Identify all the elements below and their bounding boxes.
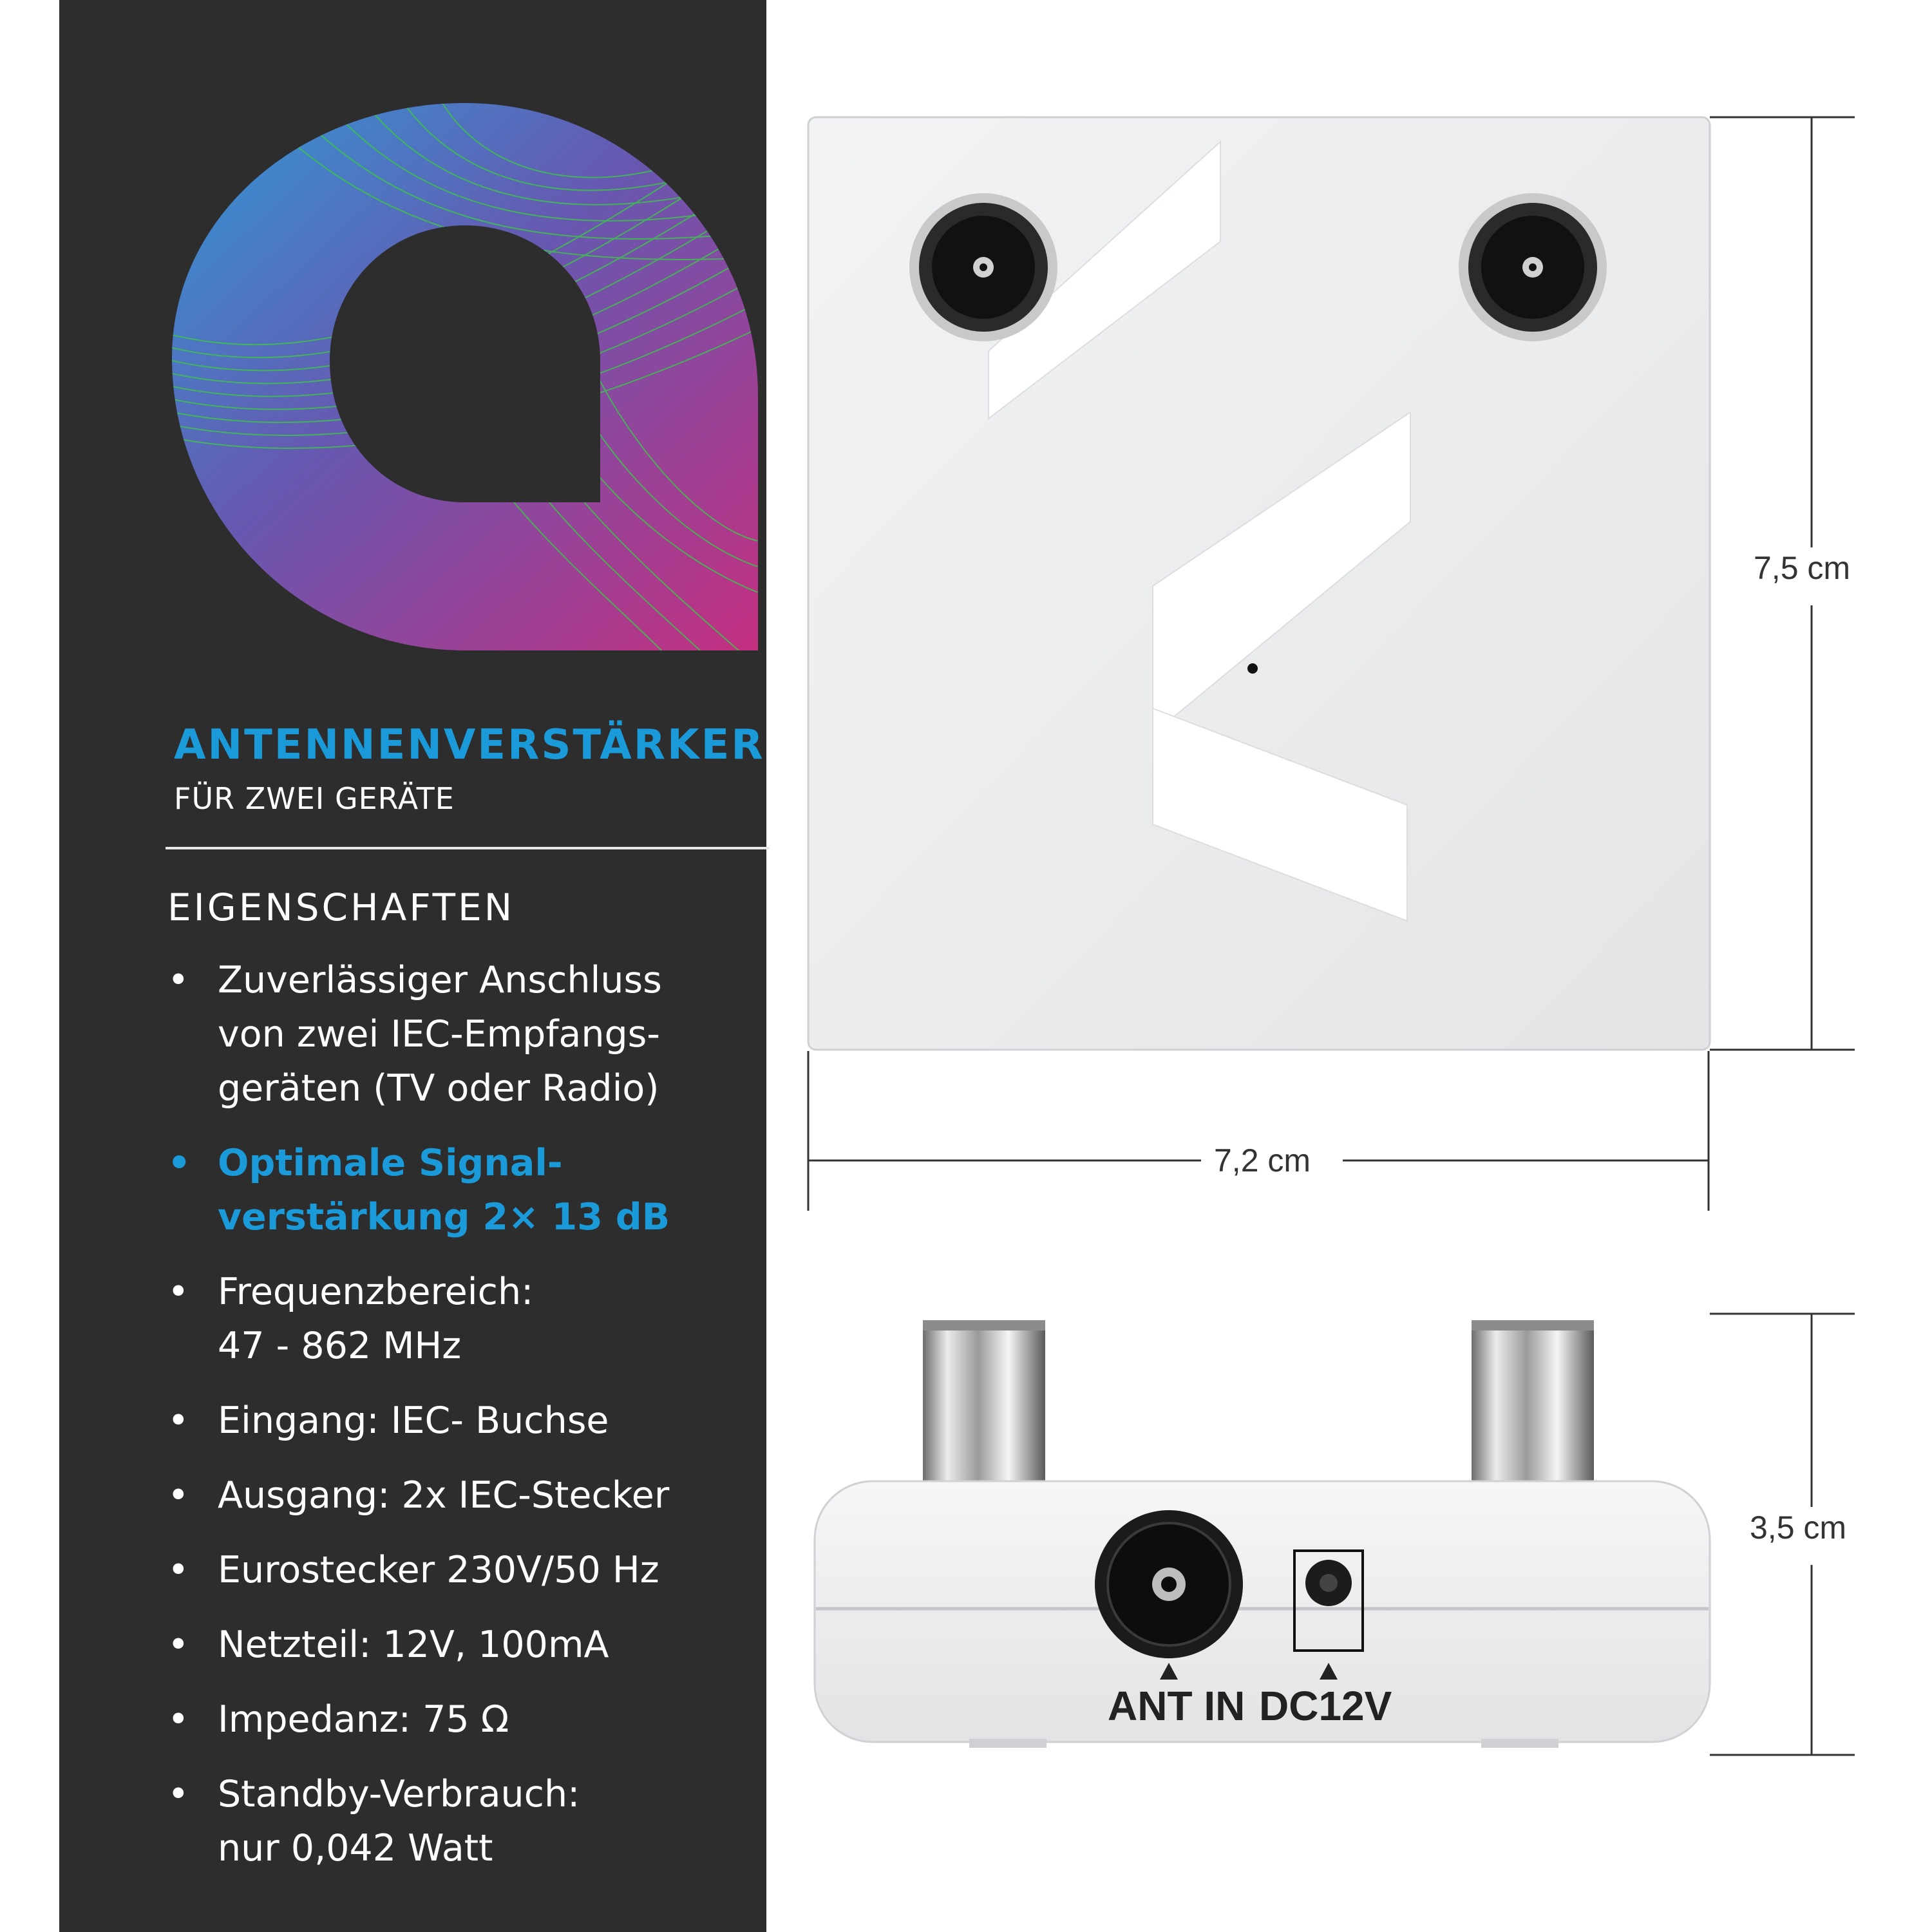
antenna-input-port <box>1095 1510 1243 1658</box>
feature-text: Optimale Signal- <box>218 1142 563 1184</box>
feature-item: Zuverlässiger Anschluss von zwei IEC-Empf… <box>167 953 786 1115</box>
device-top-view <box>807 116 1711 1051</box>
feature-item: Standby-Verbrauch: nur 0,042 Watt <box>167 1767 786 1875</box>
feature-item: Eurostecker 230V/50 Hz <box>167 1543 786 1597</box>
divider <box>166 847 770 849</box>
feature-text: Standby-Verbrauch: <box>218 1773 580 1815</box>
device-front-view <box>813 1320 1711 1748</box>
feature-item: Optimale Signal-verstärkung 2× 13 dB <box>167 1136 786 1244</box>
depth-dimension-label: 3,5 cm <box>1750 1510 1847 1546</box>
info-panel: ANTENNENVERSTÄRKER FÜR ZWEI GERÄTE EIGEN… <box>59 0 770 1932</box>
feature-text: Netzteil: 12V, 100mA <box>218 1624 609 1666</box>
device-illustration <box>807 116 1858 1756</box>
feature-text: Zuverlässiger Anschluss <box>218 959 662 1001</box>
feature-item: Eingang: IEC- Buchse <box>167 1394 786 1448</box>
feature-text: Eurostecker 230V/50 Hz <box>218 1549 659 1591</box>
feature-item: Ausgang: 2x IEC-Stecker <box>167 1468 786 1522</box>
feature-text: Ausgang: 2x IEC-Stecker <box>218 1474 670 1517</box>
feature-text: Frequenzbereich: <box>218 1271 534 1313</box>
product-subtitle: FÜR ZWEI GERÄTE <box>174 781 455 816</box>
feature-text: nur 0,042 Watt <box>218 1827 493 1870</box>
feature-text: Eingang: IEC- Buchse <box>218 1399 609 1442</box>
section-heading: EIGENSCHAFTEN <box>167 886 515 929</box>
width-dimension-label: 7,2 cm <box>1214 1142 1311 1179</box>
height-dimension-label: 7,5 cm <box>1754 550 1851 586</box>
antenna-port-label: ANT IN <box>1108 1683 1245 1729</box>
output-port-right <box>1459 193 1607 341</box>
product-title: ANTENNENVERSTÄRKER <box>174 721 765 769</box>
feature-text: von zwei IEC-Empfangs- <box>218 1013 660 1056</box>
feature-item: Netzteil: 12V, 100mA <box>167 1618 786 1672</box>
brand-logo-icon <box>172 103 758 650</box>
feature-list: Zuverlässiger Anschluss von zwei IEC-Empf… <box>167 953 786 1896</box>
output-port-left <box>909 193 1057 341</box>
feature-text: Impedanz: 75 Ω <box>218 1698 509 1741</box>
dc-power-port <box>1293 1549 1364 1652</box>
feature-item: Frequenzbereich: 47 - 862 MHz <box>167 1265 786 1373</box>
feature-text: geräten (TV oder Radio) <box>218 1067 659 1110</box>
power-port-label: DC12V <box>1259 1683 1392 1729</box>
feature-text: 47 - 862 MHz <box>218 1325 462 1367</box>
feature-text: verstärkung 2× 13 dB <box>218 1196 670 1238</box>
feature-item: Impedanz: 75 Ω <box>167 1692 786 1747</box>
